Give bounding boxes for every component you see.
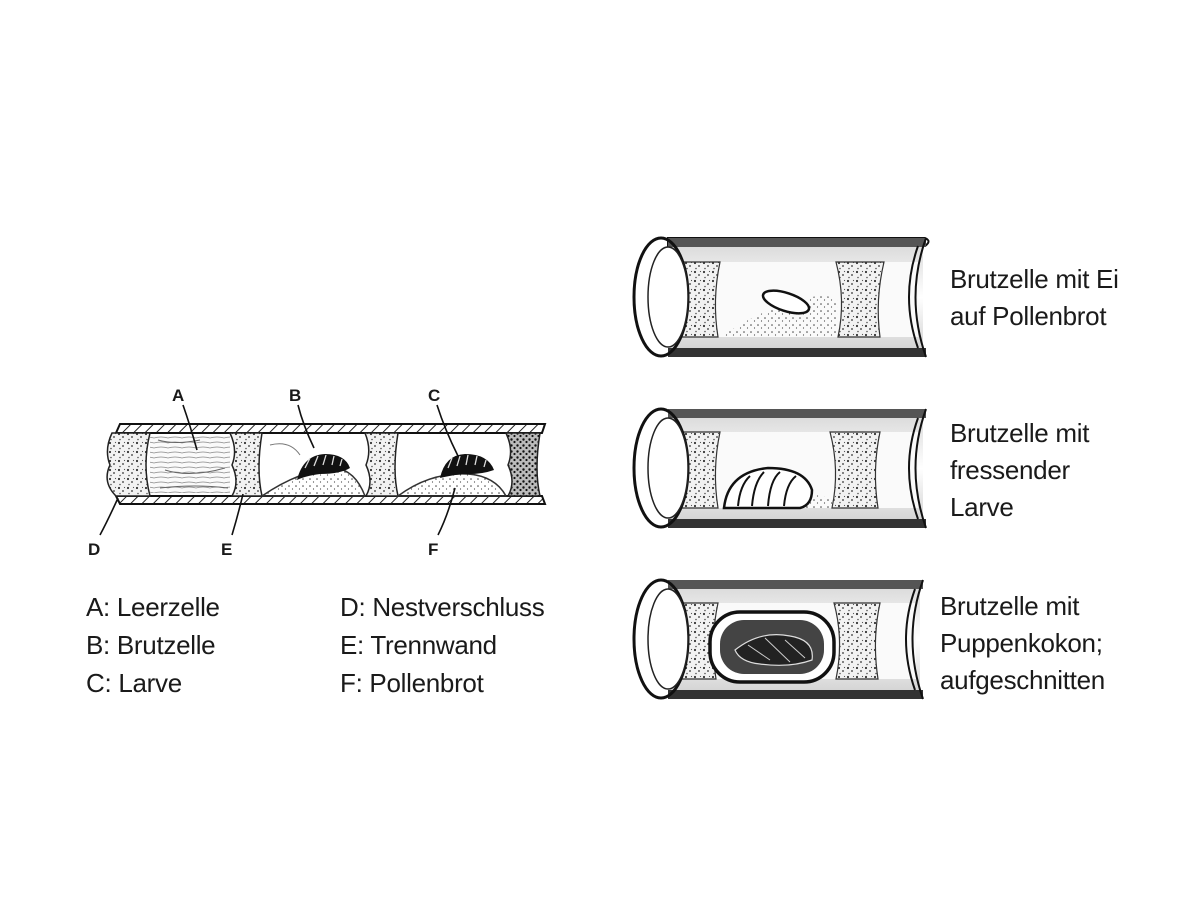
legend-item: D: Nestverschluss <box>340 592 545 622</box>
larva-icon <box>722 466 814 510</box>
nest-tube <box>106 423 547 505</box>
legend-item: F: Pollenbrot <box>340 668 484 698</box>
stage-line: aufgeschnitten <box>940 665 1105 695</box>
legend-item: E: Trennwand <box>340 630 497 660</box>
legend-item: C: Larve <box>86 668 182 698</box>
callout-c: C <box>428 386 441 405</box>
stage-line: fressender <box>950 455 1070 485</box>
callout-d: D <box>88 540 101 559</box>
callout-f: F <box>428 540 439 559</box>
stage-line: Brutzelle mit <box>940 591 1080 621</box>
stage-line: auf Pollenbrot <box>950 301 1107 331</box>
stage-line: Puppenkokon; <box>940 628 1103 658</box>
stage-line: Brutzelle mit <box>950 418 1090 448</box>
callout-a: A <box>172 386 185 405</box>
stage-tube-egg <box>632 236 930 358</box>
callout-b: B <box>289 386 302 405</box>
larva-icon <box>297 454 350 480</box>
stage-tube-larva <box>632 407 927 529</box>
leader-lines <box>99 404 459 536</box>
legend-right: D: Nestverschluss E: Trennwand F: Pollen… <box>340 588 545 702</box>
legend-left: A: Leerzelle B: Brutzelle C: Larve <box>86 588 220 702</box>
stage-description-cocoon: Brutzelle mit Puppenkokon; aufgeschnitte… <box>940 588 1105 699</box>
stage-description-egg: Brutzelle mit Ei auf Pollenbrot <box>950 261 1119 335</box>
stage-line: Brutzelle mit Ei <box>950 264 1119 294</box>
legend-item: B: Brutzelle <box>86 630 216 660</box>
legend-item: A: Leerzelle <box>86 592 220 622</box>
stage-tube-cocoon <box>632 578 924 700</box>
larva-icon <box>440 454 494 478</box>
callout-e: E <box>221 540 233 559</box>
stage-description-larva: Brutzelle mit fressender Larve <box>950 415 1089 526</box>
stage-line: Larve <box>950 492 1014 522</box>
cocoon-icon <box>708 610 836 684</box>
egg-icon <box>761 289 811 315</box>
